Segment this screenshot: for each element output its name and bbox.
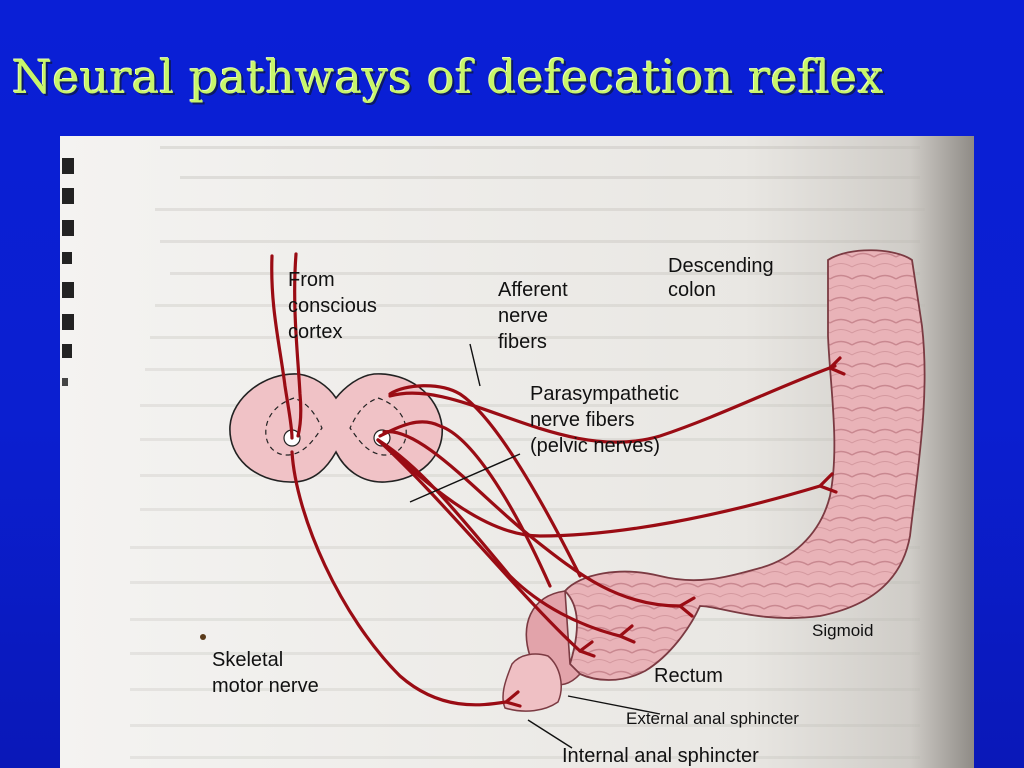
slide-title: Neural pathways of defecation reflex — [12, 50, 884, 104]
label-internal-anal-sphincter: Internal anal sphincter — [562, 745, 759, 767]
label-conscious-cortex: From conscious cortex — [288, 269, 383, 343]
label-skeletal-motor-nerve: Skeletal motor nerve — [212, 649, 319, 697]
left-page-edge-letters — [62, 158, 206, 640]
anal-canal — [502, 653, 562, 712]
label-rectum: Rectum — [654, 665, 723, 687]
descending-sigmoid-colon — [563, 249, 926, 681]
colon-illustration — [502, 249, 926, 712]
textbook-figure-photo: From conscious cortex Afferent nerve fib… — [60, 136, 974, 768]
label-external-anal-sphincter: External anal sphincter — [626, 709, 799, 728]
label-sigmoid: Sigmoid — [812, 621, 873, 640]
nerve-pathways — [270, 252, 846, 708]
label-afferent-nerve-fibers: Afferent nerve fibers — [498, 279, 573, 353]
label-parasympathetic-nerve-fibers: Parasympathetic nerve fibers (pelvic ner… — [530, 383, 685, 457]
leader-lines — [409, 343, 661, 749]
label-descending-colon: Descending colon — [668, 255, 779, 301]
